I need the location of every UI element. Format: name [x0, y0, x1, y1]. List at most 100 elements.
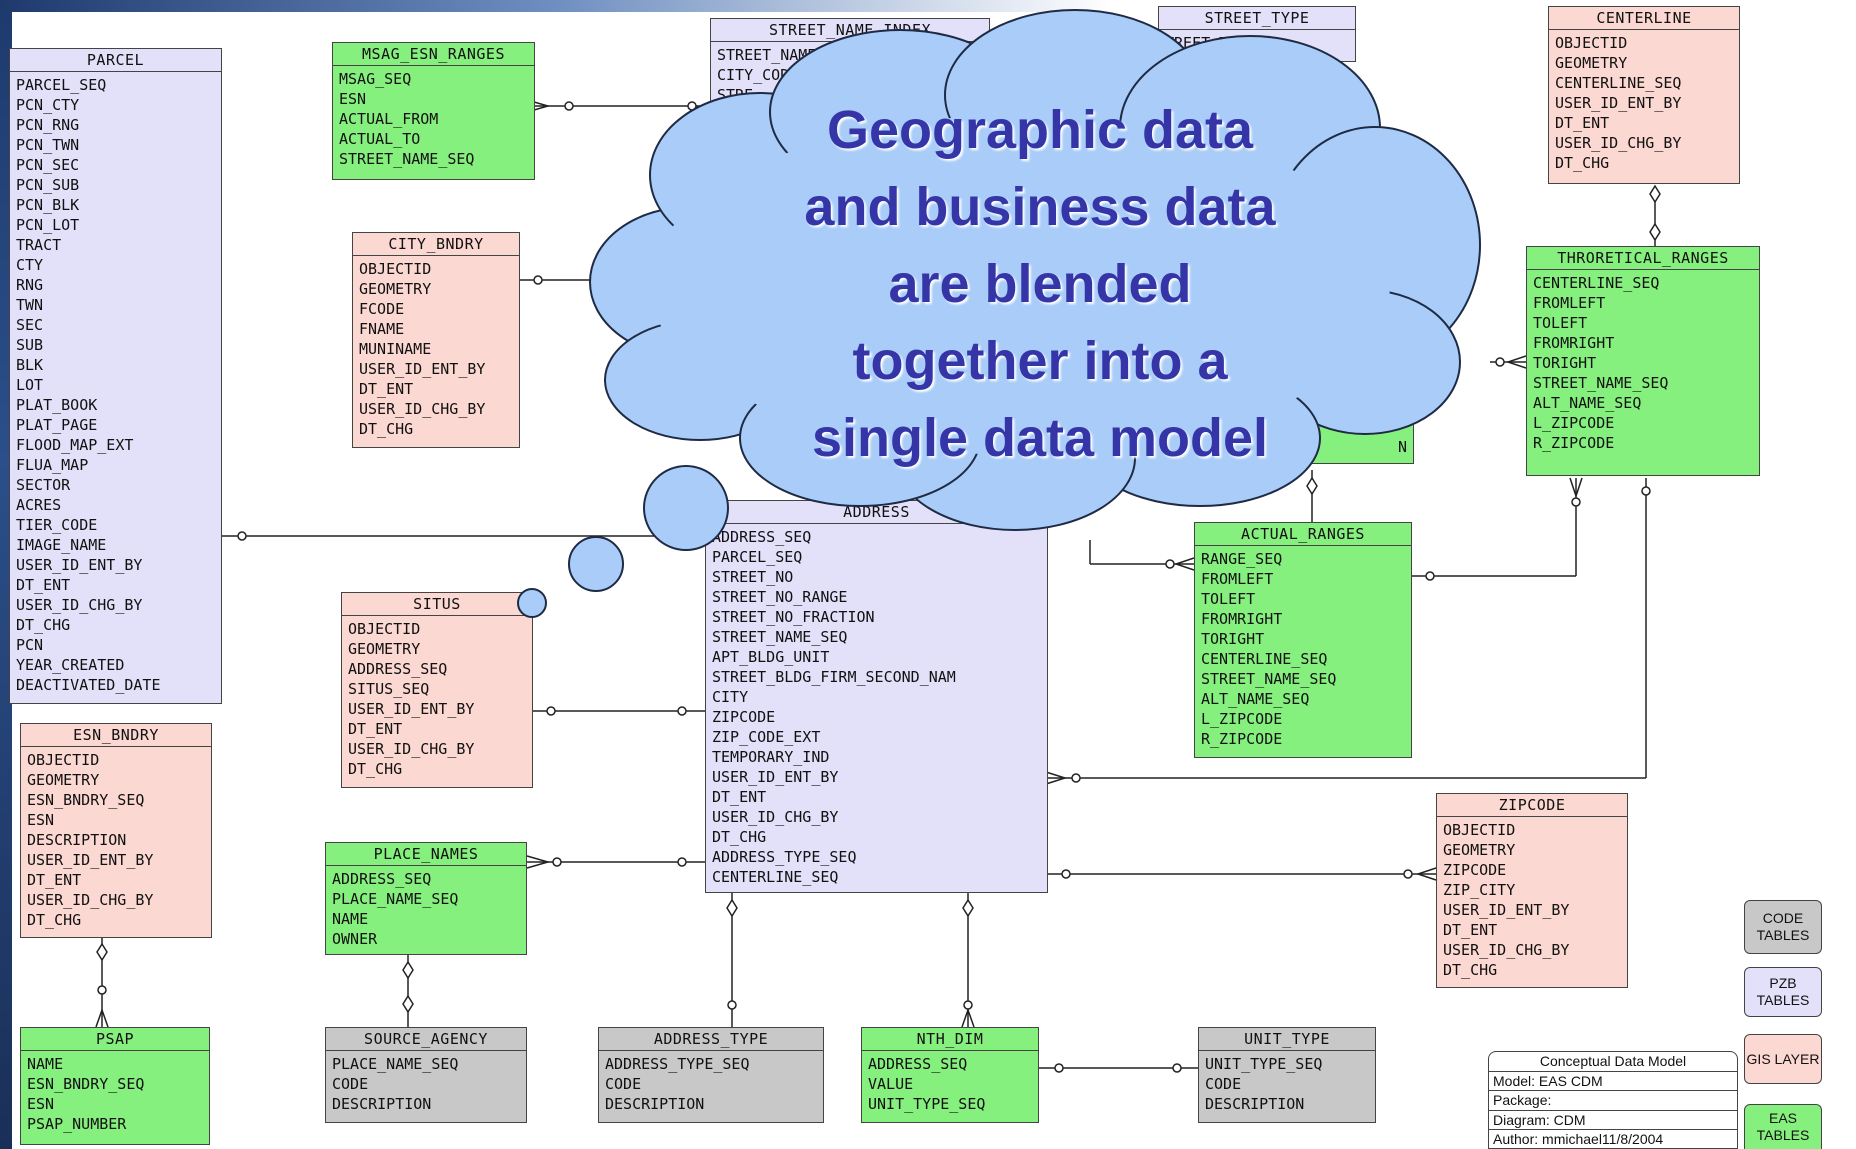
field-item: GEOMETRY: [1443, 841, 1516, 859]
field-item: VALUE: [868, 1075, 914, 1093]
field-item: FCODE: [359, 300, 405, 318]
field-item: DT_ENT: [359, 380, 414, 398]
field-item: ACTUAL_TO: [339, 130, 421, 148]
model-info-package: Package:: [1489, 1091, 1737, 1111]
field-item: ACTUAL_FROM: [339, 110, 439, 128]
legend-code-tables: CODE TABLES: [1744, 900, 1822, 954]
field-item: DESCRIPTION: [1205, 1095, 1305, 1113]
field-item: OBJECTID: [27, 751, 100, 769]
legend-label: CODE TABLES: [1756, 910, 1810, 943]
field-item: ADDRESS_SEQ: [348, 660, 448, 678]
field-item: PCN_SEC: [16, 156, 80, 174]
field-item: USER_ID_CHG_BY: [712, 808, 839, 826]
field-item: PCN_CTY: [16, 96, 80, 114]
field-item: ESN: [339, 90, 367, 108]
field-item: ESN: [27, 811, 55, 829]
field-item: OBJECTID: [1443, 821, 1516, 839]
field-item: DESCRIPTION: [27, 831, 127, 849]
field-item: CENTERLINE_SEQ: [1533, 274, 1660, 292]
field-item: GEOMETRY: [27, 771, 100, 789]
model-info-author: Author: mmichael11/8/2004: [1489, 1130, 1737, 1148]
field-item: PCN_BLK: [16, 196, 80, 214]
field-item: FROMRIGHT: [1201, 610, 1283, 628]
field-item: L_ZIPCODE: [1201, 710, 1283, 728]
field-item: PCN_RNG: [16, 116, 80, 134]
model-info-model: Model: EAS CDM: [1489, 1072, 1737, 1091]
field-item: DT_ENT: [1443, 921, 1498, 939]
field-item: TEMPORARY_IND: [712, 748, 830, 766]
field-item: USER_ID_ENT_BY: [27, 851, 154, 869]
field-item: PLAT_PAGE: [16, 416, 98, 434]
field-item: USER_ID_CHG_BY: [1555, 134, 1682, 152]
field-item: DT_CHG: [359, 420, 414, 438]
field-item: LOT: [16, 376, 44, 394]
field-item: SITUS_SEQ: [348, 680, 430, 698]
field-item: YEAR_CREATED: [16, 656, 125, 674]
field-item: STREET_NAME_SEQ: [712, 628, 848, 646]
field-item: USER_ID_ENT_BY: [348, 700, 475, 718]
legend-label: GIS LAYER: [1746, 1050, 1820, 1067]
entity-theoretical-ranges: THRORETICAL_RANGES CENTERLINE_SEQ FROMLEF…: [1526, 246, 1760, 476]
field-item: ADDRESS_SEQ: [712, 528, 812, 546]
field-item: GEOMETRY: [359, 280, 432, 298]
field-item: MUNINAME: [359, 340, 432, 358]
field-item: CITY_CODE: [717, 66, 799, 84]
field-item: USER_ID_ENT_BY: [359, 360, 486, 378]
field-item: CENTERLINE_SEQ: [1201, 650, 1328, 668]
fragment-text: N: [1397, 438, 1407, 456]
field-item: USER_ID_CHG_BY: [27, 891, 154, 909]
slide-top-stripe: [0, 0, 1856, 12]
field-item: L_ZIPCODE: [1533, 414, 1615, 432]
field-item: FLOOD_MAP_EXT: [16, 436, 134, 454]
field-item: TOLEFT: [1533, 314, 1588, 332]
legend-pzb-tables: PZB TABLES: [1744, 967, 1822, 1017]
field-item: ESN_BNDRY_SEQ: [27, 791, 145, 809]
field-item: USER_ID_ENT_BY: [1555, 94, 1682, 112]
model-info-diagram: Diagram: CDM: [1489, 1111, 1737, 1130]
field-item: ALT_NAME_SEQ: [1533, 394, 1642, 412]
field-item: TOLEFT: [1201, 590, 1256, 608]
field-item: ALT_NAME_SEQ: [1201, 690, 1310, 708]
entity-title: THRORETICAL_RANGES: [1527, 247, 1759, 270]
field-item: DEACTIVATED_DATE: [16, 676, 161, 694]
field-item: APT_BLDG_UNIT: [712, 648, 830, 666]
field-item: FROMLEFT: [1533, 294, 1606, 312]
field-item: ZIPCODE: [712, 708, 776, 726]
field-item: R_ZIPCODE: [1533, 434, 1615, 452]
field-item: MSAG_SEQ: [339, 70, 412, 88]
field-item: CODE: [332, 1075, 369, 1093]
field-item: PCN_SUB: [16, 176, 80, 194]
legend-gis-layer: GIS LAYER: [1744, 1034, 1822, 1084]
field-item: DT_CHG: [16, 616, 71, 634]
field-item: CENTERLINE_SEQ: [712, 868, 839, 886]
entity-title: PARCEL: [10, 49, 221, 72]
entity-title: SITUS: [342, 593, 532, 616]
legend-label: PZB TABLES: [1756, 975, 1810, 1008]
field-item: DT_CHG: [27, 911, 82, 929]
field-item: R_ZIPCODE: [1201, 730, 1283, 748]
callout-line: and business data: [804, 177, 1276, 237]
callout-line: Geographic data: [826, 100, 1254, 160]
field-item: ESN: [27, 1095, 55, 1113]
field-item: TRACT: [16, 236, 62, 254]
field-item: TIER_CODE: [16, 516, 98, 534]
field-item: PCN_TWN: [16, 136, 80, 154]
field-item: OWNER: [332, 930, 378, 948]
